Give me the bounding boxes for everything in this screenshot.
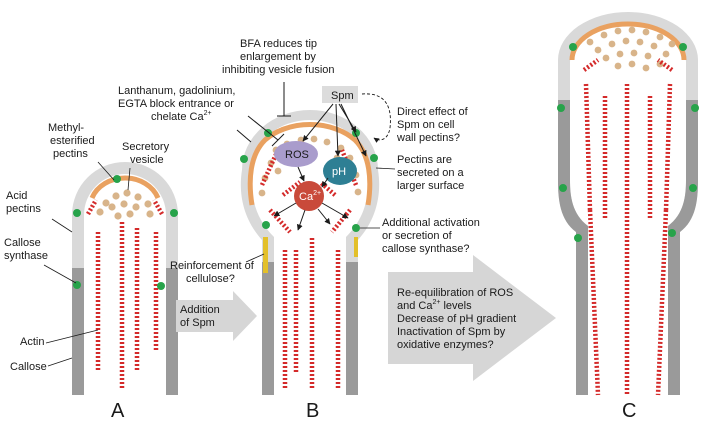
- label-callose: Callose: [10, 361, 47, 373]
- cellulose-reinforcement-b-right: [354, 237, 358, 257]
- cell-wall-a: [72, 162, 178, 395]
- ph-label: pH: [332, 166, 346, 178]
- pollen-tube-a: [72, 162, 178, 395]
- label-secretory-vesicle: Secretory vesicle: [122, 141, 172, 166]
- label-addition-of-spm: Addition of Spm: [180, 304, 223, 329]
- actin-filaments-c: [582, 58, 674, 396]
- reinforcement-pointer: [245, 253, 265, 263]
- inhibitor-lines-b: [236, 82, 291, 147]
- callose-layer-c: [558, 100, 698, 395]
- label-methyl-esterified-pectins: Methyl- esterified pectins: [48, 122, 98, 160]
- pollen-tube-b: ROS pH Ca2+: [240, 103, 380, 395]
- pectin-cap-c: [569, 21, 687, 61]
- ros-bubble: ROS: [274, 141, 318, 167]
- label-bfa: BFA reduces tip enlargement by inhibitin…: [222, 38, 335, 76]
- callose-layer-b-left: [262, 262, 274, 395]
- callose-synthase-a: [73, 175, 178, 290]
- label-actin: Actin: [20, 336, 44, 348]
- addition-spm-arrow: [176, 291, 257, 341]
- label-acid-pectins: Acid pectins: [6, 190, 41, 215]
- label-pectins-secreted: Pectins are secreted on a larger surface: [397, 154, 467, 192]
- callose-synthase-c: [557, 43, 699, 242]
- spm-box: [322, 86, 358, 103]
- label-re-equilibration: Re-equilibration of ROS and Ca2+levels D…: [397, 287, 519, 351]
- signal-arrows-b: [273, 103, 367, 231]
- pectins-secreted-pointer: [375, 167, 396, 170]
- cell-wall-b: [240, 110, 380, 395]
- spm-dashed-arrow: [361, 93, 391, 143]
- pollen-tube-c: [557, 12, 699, 396]
- panel-label-a: A: [111, 400, 125, 422]
- secretory-vesicles-c: [586, 26, 676, 72]
- label-reinforcement-cellulose: Reinforcement of cellulose?: [170, 260, 257, 285]
- actin-filaments-a: [86, 198, 164, 390]
- ph-bubble: pH: [323, 157, 357, 185]
- labels-a: [43, 161, 131, 367]
- ca-label: Ca2+: [299, 190, 321, 203]
- secretory-vesicles-a: [96, 189, 154, 220]
- ca-bubble: Ca2+: [294, 181, 324, 211]
- re-equilibration-arrow: [388, 255, 556, 381]
- callose-layer-a-right: [166, 268, 178, 395]
- ros-label: ROS: [285, 149, 309, 161]
- pectin-cap-a: [89, 175, 161, 200]
- callose-layer-b-right: [346, 262, 358, 395]
- panel-label-b: B: [306, 400, 319, 422]
- spm-label: Spm: [331, 90, 354, 102]
- cellulose-reinforcement-b: [263, 237, 268, 273]
- label-lanthanum: Lanthanum, gadolinium, EGTA block entran…: [118, 85, 238, 123]
- label-additional-activation: Additional activation or secretion of ca…: [382, 217, 483, 255]
- label-callose-synthase: Callose synthase: [4, 237, 48, 262]
- panel-label-c: C: [622, 400, 636, 422]
- label-direct-effect: Direct effect of Spm on cell wall pectin…: [396, 106, 471, 144]
- pectin-cap-b: [247, 122, 373, 206]
- callose-layer-a-left: [72, 268, 84, 395]
